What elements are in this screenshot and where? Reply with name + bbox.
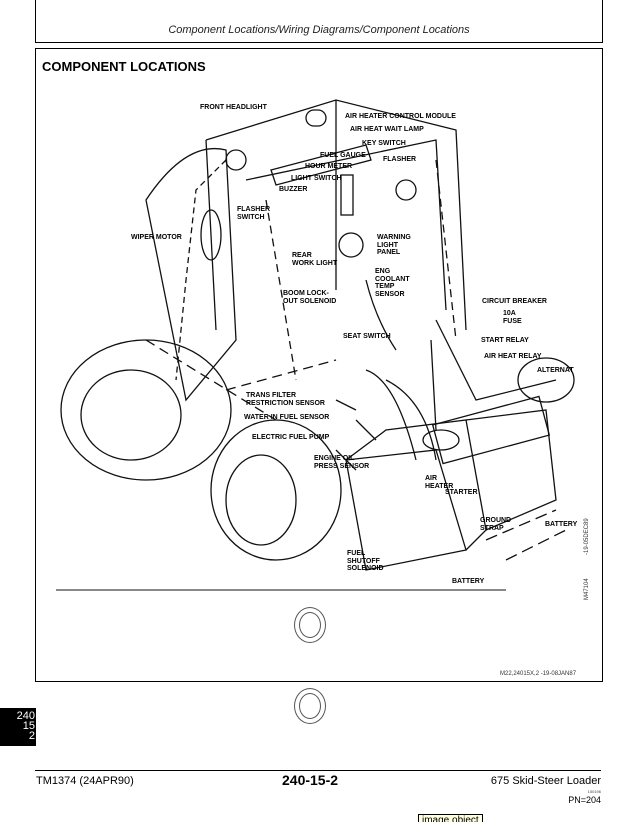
label-starter: STARTER xyxy=(445,489,478,496)
section-tab: 240 15 2 xyxy=(0,708,36,746)
label-engine-oil-press-sensor: ENGINE OIL PRESS SENSOR xyxy=(314,455,370,470)
manual-id: TM1374 (24APR90) xyxy=(36,775,134,787)
label-electric-fuel-pump: ELECTRIC FUEL PUMP xyxy=(252,434,330,441)
label-key-switch: KEY SWITCH xyxy=(362,140,406,147)
label-front-headlight: FRONT HEADLIGHT xyxy=(200,104,267,111)
figure-id: M47104 xyxy=(584,578,590,600)
breadcrumb: Component Locations/Wiring Diagrams/Comp… xyxy=(168,24,470,36)
label-light-switch: LIGHT SWITCH xyxy=(291,175,342,182)
label-flasher-switch: FLASHER SWITCH xyxy=(237,206,271,221)
label-boom-lockout-solenoid: BOOM LOCK- OUT SOLENOID xyxy=(283,290,337,305)
tab-line: 240 xyxy=(16,710,35,722)
label-air-heat-relay: AIR HEAT RELAY xyxy=(484,353,542,360)
label-battery-right: BATTERY xyxy=(545,521,578,528)
label-rear-work-light: REAR WORK LIGHT xyxy=(292,252,338,267)
binder-hole-icon xyxy=(294,607,326,643)
label-water-in-fuel-sensor: WATER IN FUEL SENSOR xyxy=(244,414,330,421)
label-alternator: ALTERNAT xyxy=(537,367,574,374)
label-buzzer: BUZZER xyxy=(279,186,308,193)
small-code: 150196 xyxy=(587,789,601,794)
label-eng-coolant-temp-sensor: ENG COOLANT TEMP SENSOR xyxy=(375,268,410,298)
label-wiper-motor: WIPER MOTOR xyxy=(131,234,182,241)
label-warning-light-panel: WARNING LIGHT PANEL xyxy=(377,234,411,256)
image-object-tooltip: image object xyxy=(418,814,483,822)
tab-line: 2 xyxy=(28,730,35,742)
label-hour-meter: HOUR METER xyxy=(305,163,353,170)
label-battery: BATTERY xyxy=(452,578,485,585)
label-seat-switch: SEAT SWITCH xyxy=(343,333,391,340)
binder-hole-icon xyxy=(294,688,326,724)
component-location-diagram xyxy=(56,99,575,591)
page-number: 240-15-2 xyxy=(282,772,339,788)
product-name: 675 Skid-Steer Loader xyxy=(490,775,601,787)
label-trans-filter-sensor: TRANS FILTER RESTRICTION SENSOR xyxy=(246,392,325,407)
label-air-heater: AIR HEATER xyxy=(425,475,454,490)
label-fuel-gauge: FUEL GAUGE xyxy=(320,152,366,159)
label-ground-strap: GROUND STRAP xyxy=(480,517,512,532)
section-title: COMPONENT LOCATIONS xyxy=(42,59,206,74)
label-circuit-breaker: CIRCUIT BREAKER xyxy=(482,298,547,305)
label-air-heat-wait-lamp: AIR HEAT WAIT LAMP xyxy=(350,126,424,133)
figure-frame xyxy=(35,48,603,682)
footer-rule xyxy=(35,770,601,771)
label-start-relay: START RELAY xyxy=(481,337,529,344)
page-header: Component Locations/Wiring Diagrams/Comp… xyxy=(35,0,603,43)
side-date-code: -19-05DEC89 xyxy=(584,518,590,555)
pn-number: PN=204 xyxy=(568,795,601,805)
label-flasher: FLASHER xyxy=(383,156,417,163)
label-10a-fuse: 10A FUSE xyxy=(503,310,522,325)
tab-line: 15 xyxy=(22,720,35,732)
label-air-heater-control-module: AIR HEATER CONTROL MODULE xyxy=(345,113,456,120)
label-fuel-shutoff-solenoid: FUEL SHUTOFF SOLENOID xyxy=(347,550,384,572)
figure-reference: M22,24015X,2 -19-08JAN87 xyxy=(500,671,577,677)
